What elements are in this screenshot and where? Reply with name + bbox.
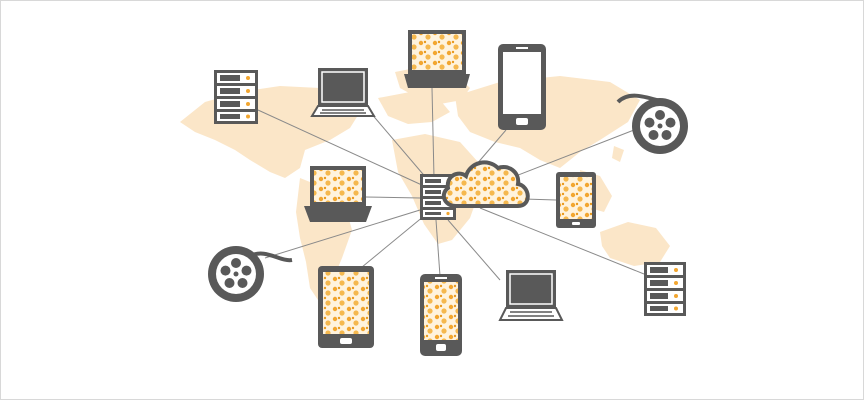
laptop-icon bbox=[404, 30, 470, 88]
tablet-icon bbox=[318, 266, 374, 348]
film-reel-icon bbox=[208, 246, 293, 302]
film-reel-icon bbox=[616, 93, 688, 154]
smartphone-icon bbox=[498, 44, 546, 130]
monitor-icon bbox=[310, 68, 376, 117]
smartphone-icon bbox=[420, 274, 462, 356]
server-icon bbox=[214, 70, 258, 124]
cloud-icon bbox=[441, 160, 530, 208]
server-icon bbox=[420, 174, 456, 220]
laptop-icon bbox=[304, 166, 372, 222]
server-icon bbox=[644, 262, 686, 316]
tablet-icon bbox=[556, 172, 596, 228]
monitor-icon bbox=[498, 270, 564, 321]
